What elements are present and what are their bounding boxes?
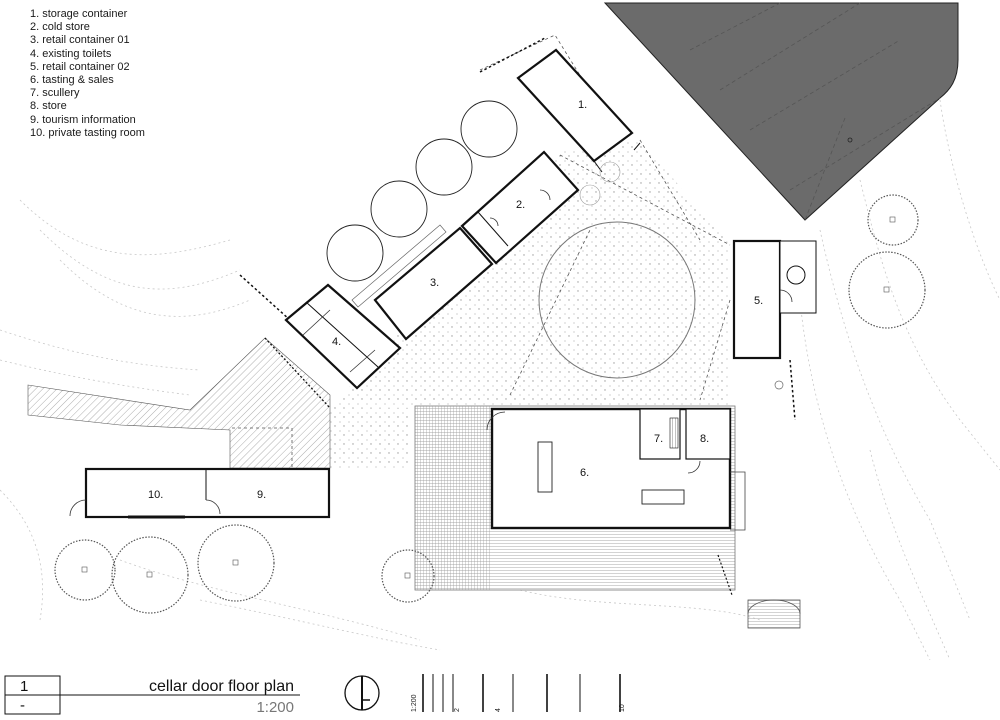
site-dashed-outlines — [232, 34, 731, 468]
legend-item: 8. store — [30, 100, 67, 113]
room-label-10: 10. — [148, 489, 163, 501]
title-block: 1 - cellar door floor plan 1:200 — [4, 675, 300, 716]
existing-toilets — [264, 283, 402, 409]
legend-item: 3. retail container 01 — [30, 34, 130, 47]
room-label-3: 3. — [430, 277, 439, 289]
drawing-title: cellar door floor plan — [149, 678, 294, 695]
legend-item: 9. tourism information — [30, 113, 136, 126]
tourism-and-tasting-containers — [69, 467, 331, 519]
drawing-number: 1 — [20, 678, 28, 695]
roof-lines — [689, 2, 941, 221]
courtyard-circle — [538, 221, 696, 379]
room-label-2: 2. — [516, 199, 525, 211]
room-label-1: 1. — [578, 99, 587, 111]
room-label-4: 4. — [332, 336, 341, 348]
legend-item: 5. retail container 02 — [30, 60, 130, 73]
courtyard-gravel — [330, 140, 730, 408]
scale-bar-label: 1:200 — [411, 694, 418, 712]
legend-item: 2. cold store — [30, 21, 90, 34]
legend-item: 1. storage container — [30, 8, 128, 20]
site-contours — [0, 99, 1000, 661]
scale-tick-4: 4 — [495, 708, 502, 712]
scale-tick-10: 10 — [619, 704, 626, 712]
scale-bar — [422, 674, 621, 712]
room-label-5: 5. — [754, 295, 763, 307]
room-label-9: 9. — [257, 489, 266, 501]
drawing-suffix: - — [20, 697, 25, 714]
water-tanks — [326, 100, 518, 282]
retail-container-01 — [351, 224, 494, 341]
tasting-and-sales-building — [486, 407, 746, 531]
room-label-8: 8. — [700, 433, 709, 445]
cold-store-container — [460, 150, 580, 265]
legend-item: 7. scullery — [30, 87, 80, 100]
paved-path — [27, 337, 331, 469]
trees — [54, 194, 926, 614]
legend-item: 4. existing toilets — [30, 47, 112, 60]
room-label-6: 6. — [580, 467, 589, 479]
storage-container — [516, 48, 641, 206]
scale-tick-2: 2 — [454, 708, 461, 712]
legend-item: 6. tasting & sales — [30, 74, 114, 87]
legend-item: 10. private tasting room — [30, 126, 145, 139]
room-legend: 1. storage container 2. cold store 3. re… — [30, 8, 145, 140]
drawing-scale: 1:200 — [256, 699, 294, 716]
room-label-7: 7. — [654, 433, 663, 445]
north-arrow — [344, 675, 380, 711]
retail-container-02 — [732, 239, 817, 390]
